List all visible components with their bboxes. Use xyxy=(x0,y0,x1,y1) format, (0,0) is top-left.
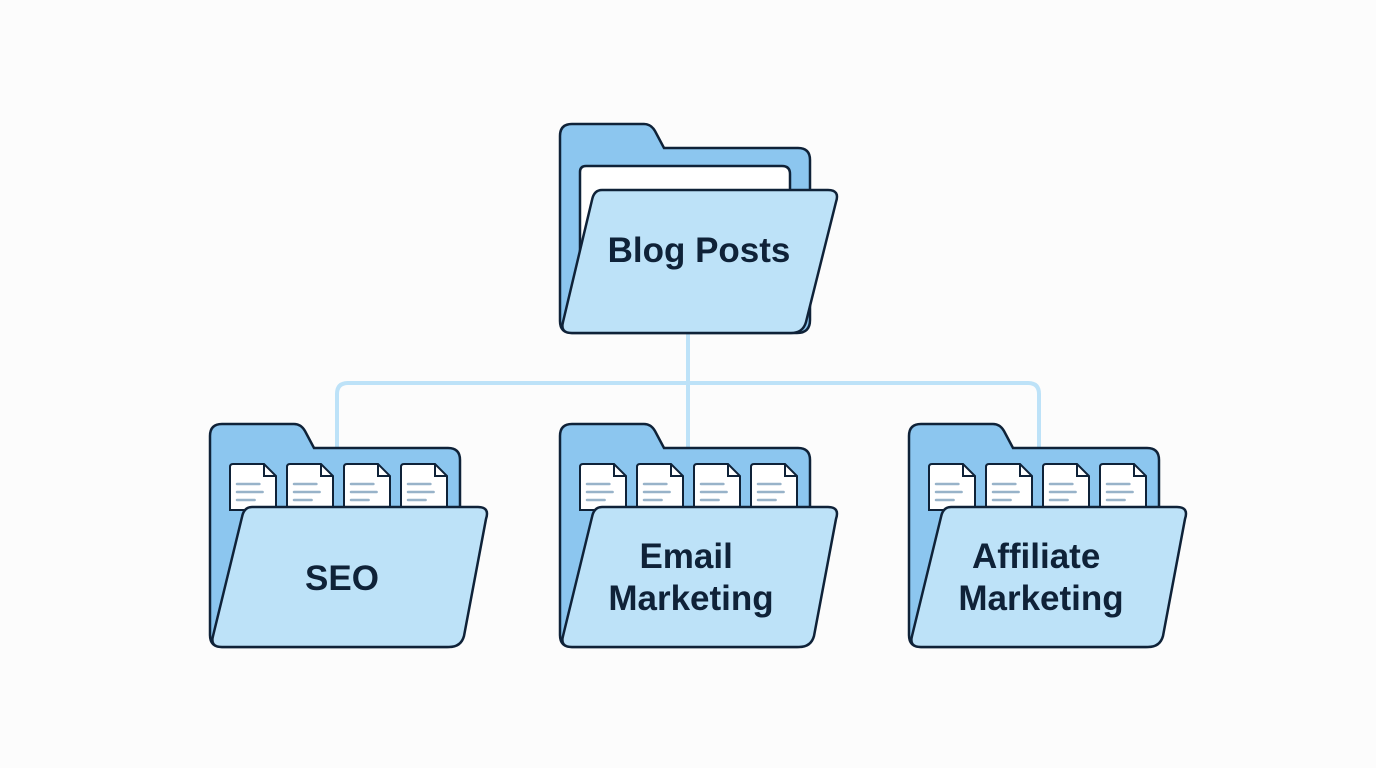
document-icon xyxy=(229,463,277,511)
folder-front-flap xyxy=(561,505,839,649)
document-stack xyxy=(928,463,1147,511)
document-folded-corner xyxy=(1133,464,1146,477)
document-page xyxy=(286,463,334,511)
document-folded-corner xyxy=(962,464,975,477)
folder-email-marketing[interactable]: Email Marketing xyxy=(558,422,839,649)
document-icon xyxy=(343,463,391,511)
document-icon xyxy=(400,463,448,511)
connector-lines xyxy=(335,333,1041,452)
folder-front-flap xyxy=(211,505,489,649)
label-line-2: Marketing xyxy=(958,579,1123,618)
folder-front-flap xyxy=(910,505,1188,649)
folder-label: Affiliate Marketing xyxy=(958,537,1123,618)
document-folded-corner xyxy=(320,464,333,477)
document-icon xyxy=(985,463,1033,511)
document-folded-corner xyxy=(613,464,626,477)
document-folded-corner xyxy=(727,464,740,477)
document-icon xyxy=(286,463,334,511)
label-line-1: Blog Posts xyxy=(608,231,791,270)
document-page xyxy=(985,463,1033,511)
document-page xyxy=(229,463,277,511)
folder-label: SEO xyxy=(305,559,379,598)
document-page xyxy=(693,463,741,511)
document-folded-corner xyxy=(377,464,390,477)
document-page xyxy=(1099,463,1147,511)
folder-affiliate-marketing[interactable]: Affiliate Marketing xyxy=(907,422,1188,649)
label-line-1: Affiliate xyxy=(972,537,1100,576)
document-page xyxy=(579,463,627,511)
document-page xyxy=(928,463,976,511)
document-stack xyxy=(579,463,798,511)
document-icon xyxy=(928,463,976,511)
connector-to-seo xyxy=(335,381,350,452)
folder-blog-posts[interactable]: Blog Posts xyxy=(558,122,839,335)
document-folded-corner xyxy=(263,464,276,477)
document-page xyxy=(400,463,448,511)
connector-to-affiliate-marketing xyxy=(1026,381,1041,452)
label-line-2: Marketing xyxy=(608,579,773,618)
label-line-1: SEO xyxy=(305,559,379,598)
document-folded-corner xyxy=(1076,464,1089,477)
document-page xyxy=(636,463,684,511)
label-line-1: Email xyxy=(639,537,732,576)
document-page xyxy=(1042,463,1090,511)
document-page xyxy=(750,463,798,511)
folder-label: Blog Posts xyxy=(608,231,791,270)
document-folded-corner xyxy=(670,464,683,477)
document-stack xyxy=(229,463,448,511)
folder-front-flap xyxy=(561,188,839,335)
folder-seo[interactable]: SEO xyxy=(208,422,489,649)
document-folded-corner xyxy=(1019,464,1032,477)
folder-label: Email Marketing xyxy=(608,537,773,618)
document-icon xyxy=(750,463,798,511)
document-folded-corner xyxy=(784,464,797,477)
document-icon xyxy=(579,463,627,511)
document-page xyxy=(343,463,391,511)
document-icon xyxy=(693,463,741,511)
document-icon xyxy=(1099,463,1147,511)
document-icon xyxy=(636,463,684,511)
document-icon xyxy=(1042,463,1090,511)
document-folded-corner xyxy=(434,464,447,477)
